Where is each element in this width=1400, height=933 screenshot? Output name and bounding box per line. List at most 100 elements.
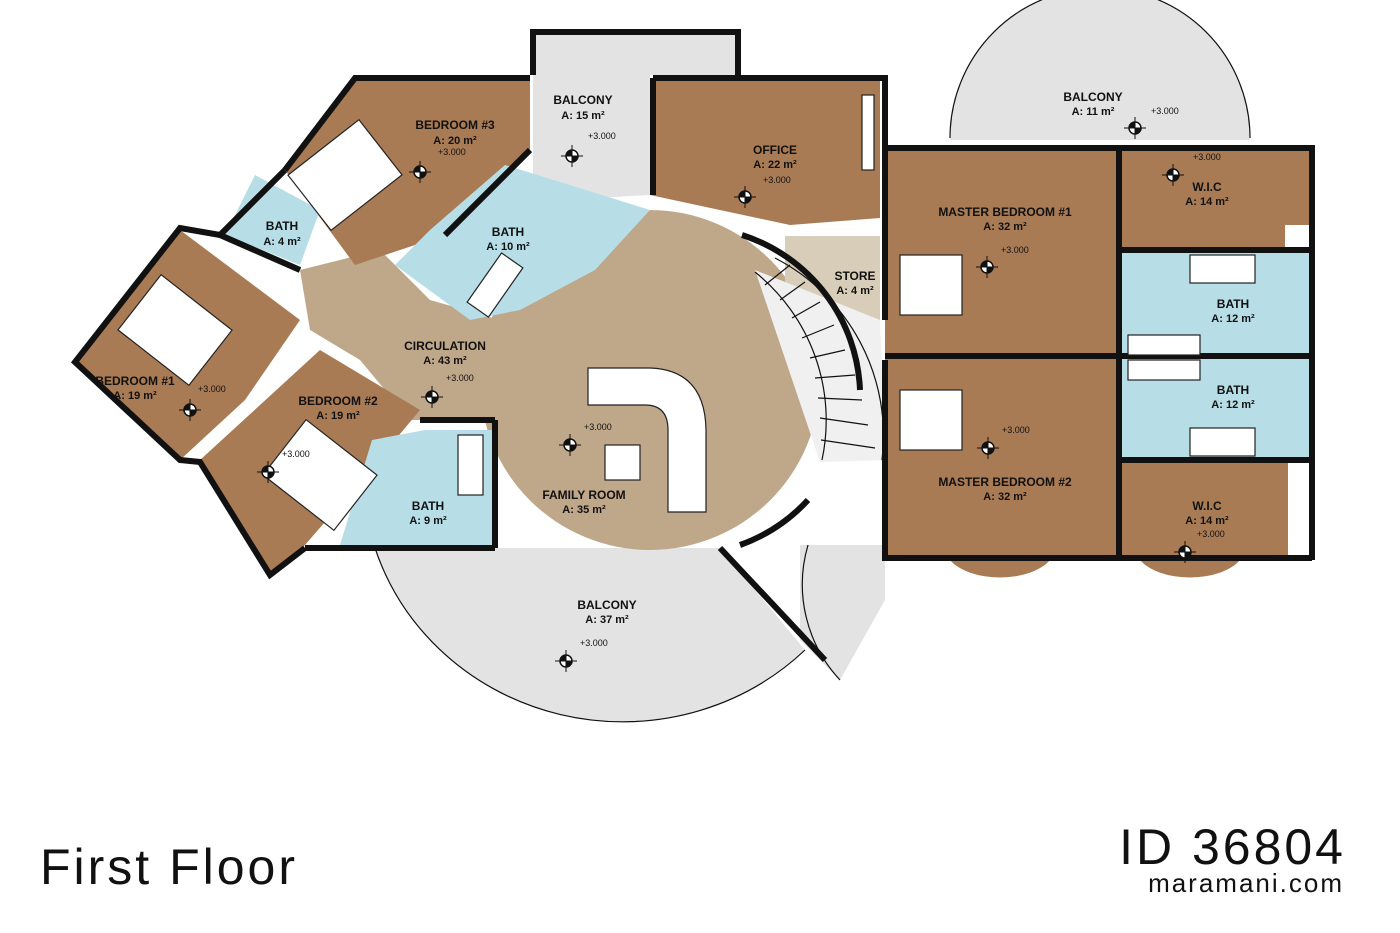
label-bath-12a: BATH A: 12 m² xyxy=(1211,297,1255,325)
vanity-bottom xyxy=(1127,359,1201,381)
level-marker-master2: +3.000 xyxy=(977,425,1030,459)
bed-bedroom2 xyxy=(262,418,378,532)
svg-text:A: 12 m²: A: 12 m² xyxy=(1211,399,1255,411)
svg-text:+3.000: +3.000 xyxy=(584,422,612,432)
svg-text:BATH: BATH xyxy=(412,499,444,513)
svg-text:A: 19 m²: A: 19 m² xyxy=(113,390,157,402)
svg-text:A: 4 m²: A: 4 m² xyxy=(263,236,301,248)
svg-text:A: 10 m²: A: 10 m² xyxy=(486,241,530,253)
coffee-table xyxy=(604,444,641,481)
svg-text:W.I.C: W.I.C xyxy=(1192,180,1222,194)
svg-text:BATH: BATH xyxy=(266,219,298,233)
spiral-stair xyxy=(754,257,885,461)
svg-text:OFFICE: OFFICE xyxy=(753,143,797,157)
svg-text:BATH: BATH xyxy=(1217,297,1249,311)
label-balcony-top: BALCONY A: 15 m² xyxy=(553,93,612,122)
svg-text:A: 32 m²: A: 32 m² xyxy=(983,221,1027,233)
svg-text:A: 35 m²: A: 35 m² xyxy=(562,504,606,516)
svg-text:MASTER BEDROOM #2: MASTER BEDROOM #2 xyxy=(938,475,1072,489)
bathtub-master1 xyxy=(1189,254,1256,284)
master1-floor xyxy=(885,148,1117,353)
svg-text:+3.000: +3.000 xyxy=(1193,152,1221,162)
level-marker-office: +3.000 xyxy=(734,175,791,208)
level-marker-bedroom1: +3.000 xyxy=(179,384,226,421)
label-family-room: FAMILY ROOM A: 35 m² xyxy=(542,488,625,516)
circulation-floor xyxy=(300,250,520,420)
label-circulation: CIRCULATION A: 43 m² xyxy=(404,339,486,367)
bathtub-master2 xyxy=(1189,427,1256,457)
label-wic1: W.I.C A: 14 m² xyxy=(1185,180,1229,208)
label-bath-4: BATH A: 4 m² xyxy=(263,219,301,248)
master2-floor xyxy=(885,358,1117,558)
svg-text:BEDROOM #2: BEDROOM #2 xyxy=(298,394,378,408)
bathtub-bath10 xyxy=(466,252,524,318)
svg-text:+3.000: +3.000 xyxy=(1197,529,1225,539)
bed-master2 xyxy=(899,389,963,451)
label-store: STORE A: 4 m² xyxy=(834,269,875,297)
level-markers: +3.000 +3.000 +3.000 +3.000 +3.000 +3.00… xyxy=(179,106,1225,672)
svg-text:+3.000: +3.000 xyxy=(198,384,226,394)
bed-bedroom1 xyxy=(117,273,233,387)
website-url: maramani.com xyxy=(1148,868,1344,898)
svg-text:BEDROOM #1: BEDROOM #1 xyxy=(95,374,175,388)
office-floor xyxy=(650,78,880,225)
svg-text:FAMILY ROOM: FAMILY ROOM xyxy=(542,488,625,502)
svg-text:BATH: BATH xyxy=(1217,383,1249,397)
label-bedroom3: BEDROOM #3 A: 20 m² xyxy=(415,118,495,147)
svg-text:+3.000: +3.000 xyxy=(1151,106,1179,116)
wic2-floor xyxy=(1120,460,1288,560)
balcony-corner-floor xyxy=(800,545,885,680)
label-bath-9: BATH A: 9 m² xyxy=(409,499,447,527)
label-office: OFFICE A: 22 m² xyxy=(753,143,797,171)
floor-title: First Floor xyxy=(40,839,298,895)
svg-text:+3.000: +3.000 xyxy=(763,175,791,185)
svg-text:BALCONY: BALCONY xyxy=(577,598,636,612)
label-bath-10: BATH A: 10 m² xyxy=(486,225,530,253)
balcony-right-floor xyxy=(950,0,1250,140)
label-balcony-right: BALCONY A: 11 m² xyxy=(1063,90,1122,118)
label-balcony-bottom: BALCONY A: 37 m² xyxy=(577,598,636,626)
level-marker-bedroom2: +3.000 xyxy=(257,449,310,483)
sofa xyxy=(587,367,707,513)
stairs-floor xyxy=(755,270,885,462)
svg-text:A: 19 m²: A: 19 m² xyxy=(316,410,360,422)
level-marker-wic1: +3.000 xyxy=(1162,152,1221,186)
svg-text:+3.000: +3.000 xyxy=(1002,425,1030,435)
svg-text:A: 32 m²: A: 32 m² xyxy=(983,491,1027,503)
level-marker-family: +3.000 xyxy=(559,422,612,456)
svg-text:+3.000: +3.000 xyxy=(580,638,608,648)
balcony-top-floor xyxy=(533,32,738,200)
bed-master1 xyxy=(899,254,963,316)
svg-text:A: 9 m²: A: 9 m² xyxy=(409,515,447,527)
office-desk xyxy=(861,94,875,171)
svg-text:A: 11 m²: A: 11 m² xyxy=(1072,106,1115,118)
bathtub-bath9 xyxy=(457,434,484,496)
svg-text:A: 22 m²: A: 22 m² xyxy=(753,159,797,171)
label-bath-12b: BATH A: 12 m² xyxy=(1211,383,1255,411)
floor-fills xyxy=(75,0,1312,722)
svg-text:W.I.C: W.I.C xyxy=(1192,499,1222,513)
svg-text:A: 37 m²: A: 37 m² xyxy=(585,614,629,626)
svg-text:BALCONY: BALCONY xyxy=(1063,90,1122,104)
floor-plan: BEDROOM #3 A: 20 m² BALCONY A: 15 m² OFF… xyxy=(70,0,1315,723)
svg-text:A: 14 m²: A: 14 m² xyxy=(1185,196,1229,208)
svg-text:MASTER BEDROOM #1: MASTER BEDROOM #1 xyxy=(938,205,1072,219)
label-master1: MASTER BEDROOM #1 A: 32 m² xyxy=(938,205,1072,233)
svg-text:BALCONY: BALCONY xyxy=(553,93,612,107)
level-marker-wic2: +3.000 xyxy=(1174,529,1225,563)
walls xyxy=(70,29,1315,663)
level-marker-balcony-bottom: +3.000 xyxy=(555,638,608,672)
svg-text:A: 15 m²: A: 15 m² xyxy=(561,110,605,122)
room-labels: BEDROOM #3 A: 20 m² BALCONY A: 15 m² OFF… xyxy=(95,90,1255,626)
svg-text:STORE: STORE xyxy=(834,269,875,283)
svg-text:+3.000: +3.000 xyxy=(588,131,616,141)
details xyxy=(117,0,1256,723)
svg-text:+3.000: +3.000 xyxy=(282,449,310,459)
level-marker-balcony-right: +3.000 xyxy=(1124,106,1179,139)
svg-text:A: 14 m²: A: 14 m² xyxy=(1185,515,1229,527)
svg-text:A: 12 m²: A: 12 m² xyxy=(1211,313,1255,325)
svg-text:A: 4 m²: A: 4 m² xyxy=(836,285,874,297)
svg-text:A: 43 m²: A: 43 m² xyxy=(423,355,467,367)
label-bedroom2: BEDROOM #2 A: 19 m² xyxy=(298,394,378,422)
bath10-floor xyxy=(395,165,650,320)
